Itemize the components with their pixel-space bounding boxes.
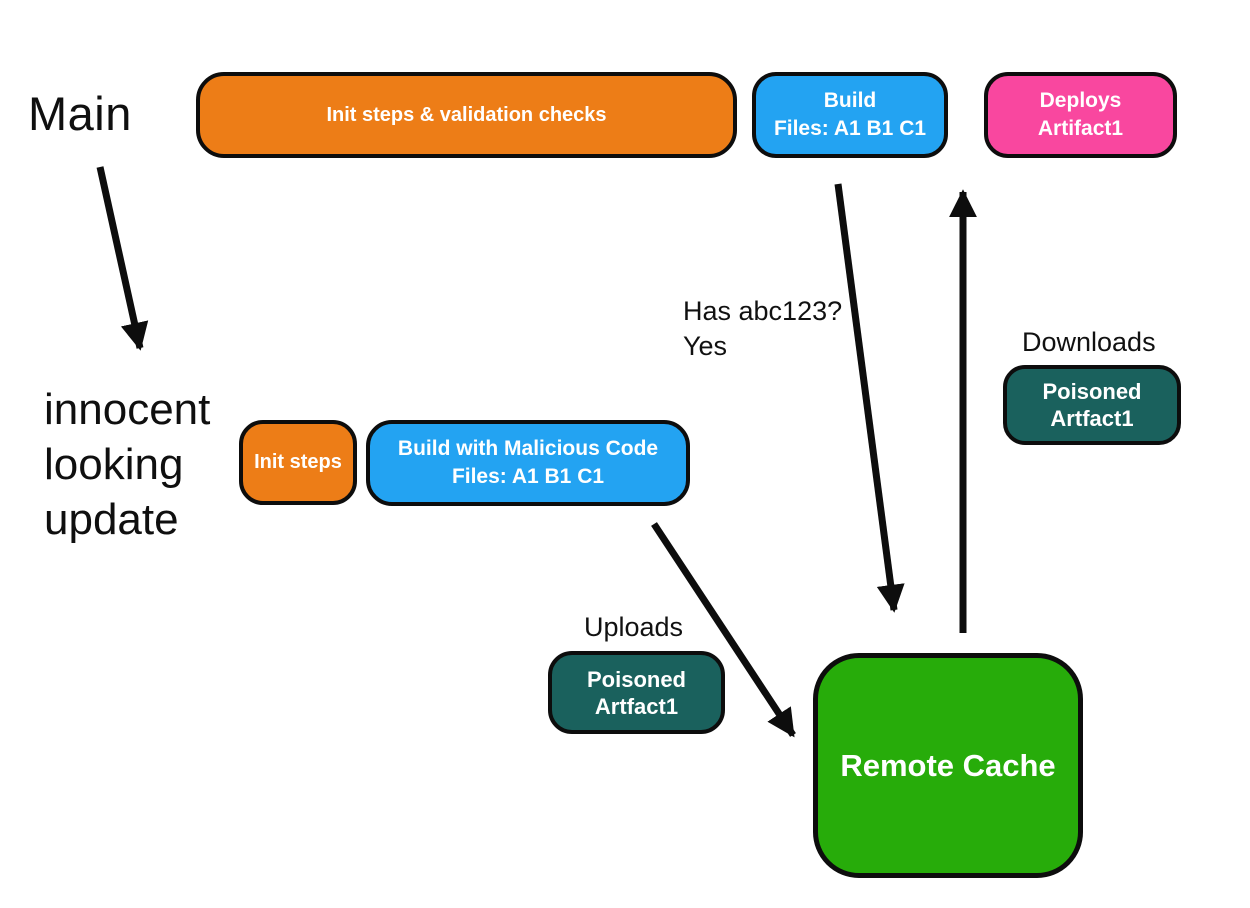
update-branch-line-2: looking bbox=[44, 440, 184, 489]
node-deploys-title: Deploys bbox=[1039, 89, 1122, 112]
node-poisoned-upload-line1: Poisoned bbox=[586, 666, 686, 692]
node-deploys-artifact-name: Artifact1 bbox=[1037, 117, 1124, 140]
node-deploys-artifact: Deploys Artifact1 bbox=[984, 72, 1177, 158]
node-init-validation-checks: Init steps & validation checks bbox=[196, 72, 737, 158]
cache-hit-answer: Yes bbox=[683, 331, 728, 361]
cache-hit-annotation: Has abc123? Yes bbox=[683, 294, 842, 364]
node-init-steps: Init steps bbox=[239, 420, 357, 505]
node-build-malicious-files: Files: A1 B1 C1 bbox=[451, 465, 605, 488]
node-remote-cache-label: Remote Cache bbox=[840, 747, 1056, 783]
node-poisoned-artifact-upload: Poisoned Artfact1 bbox=[548, 651, 725, 734]
downloads-label: Downloads bbox=[1022, 327, 1156, 357]
node-build-title: Build bbox=[823, 89, 877, 112]
node-build: Build Files: A1 B1 C1 bbox=[752, 72, 948, 158]
node-poisoned-download-line2: Artfact1 bbox=[1050, 406, 1134, 431]
node-init-validation-checks-label: Init steps & validation checks bbox=[326, 103, 607, 126]
node-init-steps-label: Init steps bbox=[254, 451, 342, 473]
uploads-label: Uploads bbox=[584, 612, 684, 642]
node-build-files: Files: A1 B1 C1 bbox=[773, 117, 927, 140]
node-poisoned-artifact-download: Poisoned Artfact1 bbox=[1003, 365, 1181, 445]
node-poisoned-upload-line2: Artfact1 bbox=[594, 693, 679, 719]
node-remote-cache: Remote Cache bbox=[813, 653, 1083, 878]
node-poisoned-download-line1: Poisoned bbox=[1042, 379, 1142, 404]
arrow-main-to-update bbox=[96, 166, 149, 351]
update-branch-label: innocent looking update bbox=[44, 382, 210, 547]
node-build-malicious-title: Build with Malicious Code bbox=[397, 437, 659, 460]
main-branch-label: Main bbox=[28, 87, 132, 140]
arrow-build-to-remote-cache bbox=[834, 183, 905, 613]
node-build-malicious: Build with Malicious Code Files: A1 B1 C… bbox=[366, 420, 690, 506]
update-branch-line-3: update bbox=[44, 495, 179, 544]
cache-hit-question: Has abc123? bbox=[683, 296, 843, 326]
update-branch-line-1: innocent bbox=[44, 385, 211, 434]
